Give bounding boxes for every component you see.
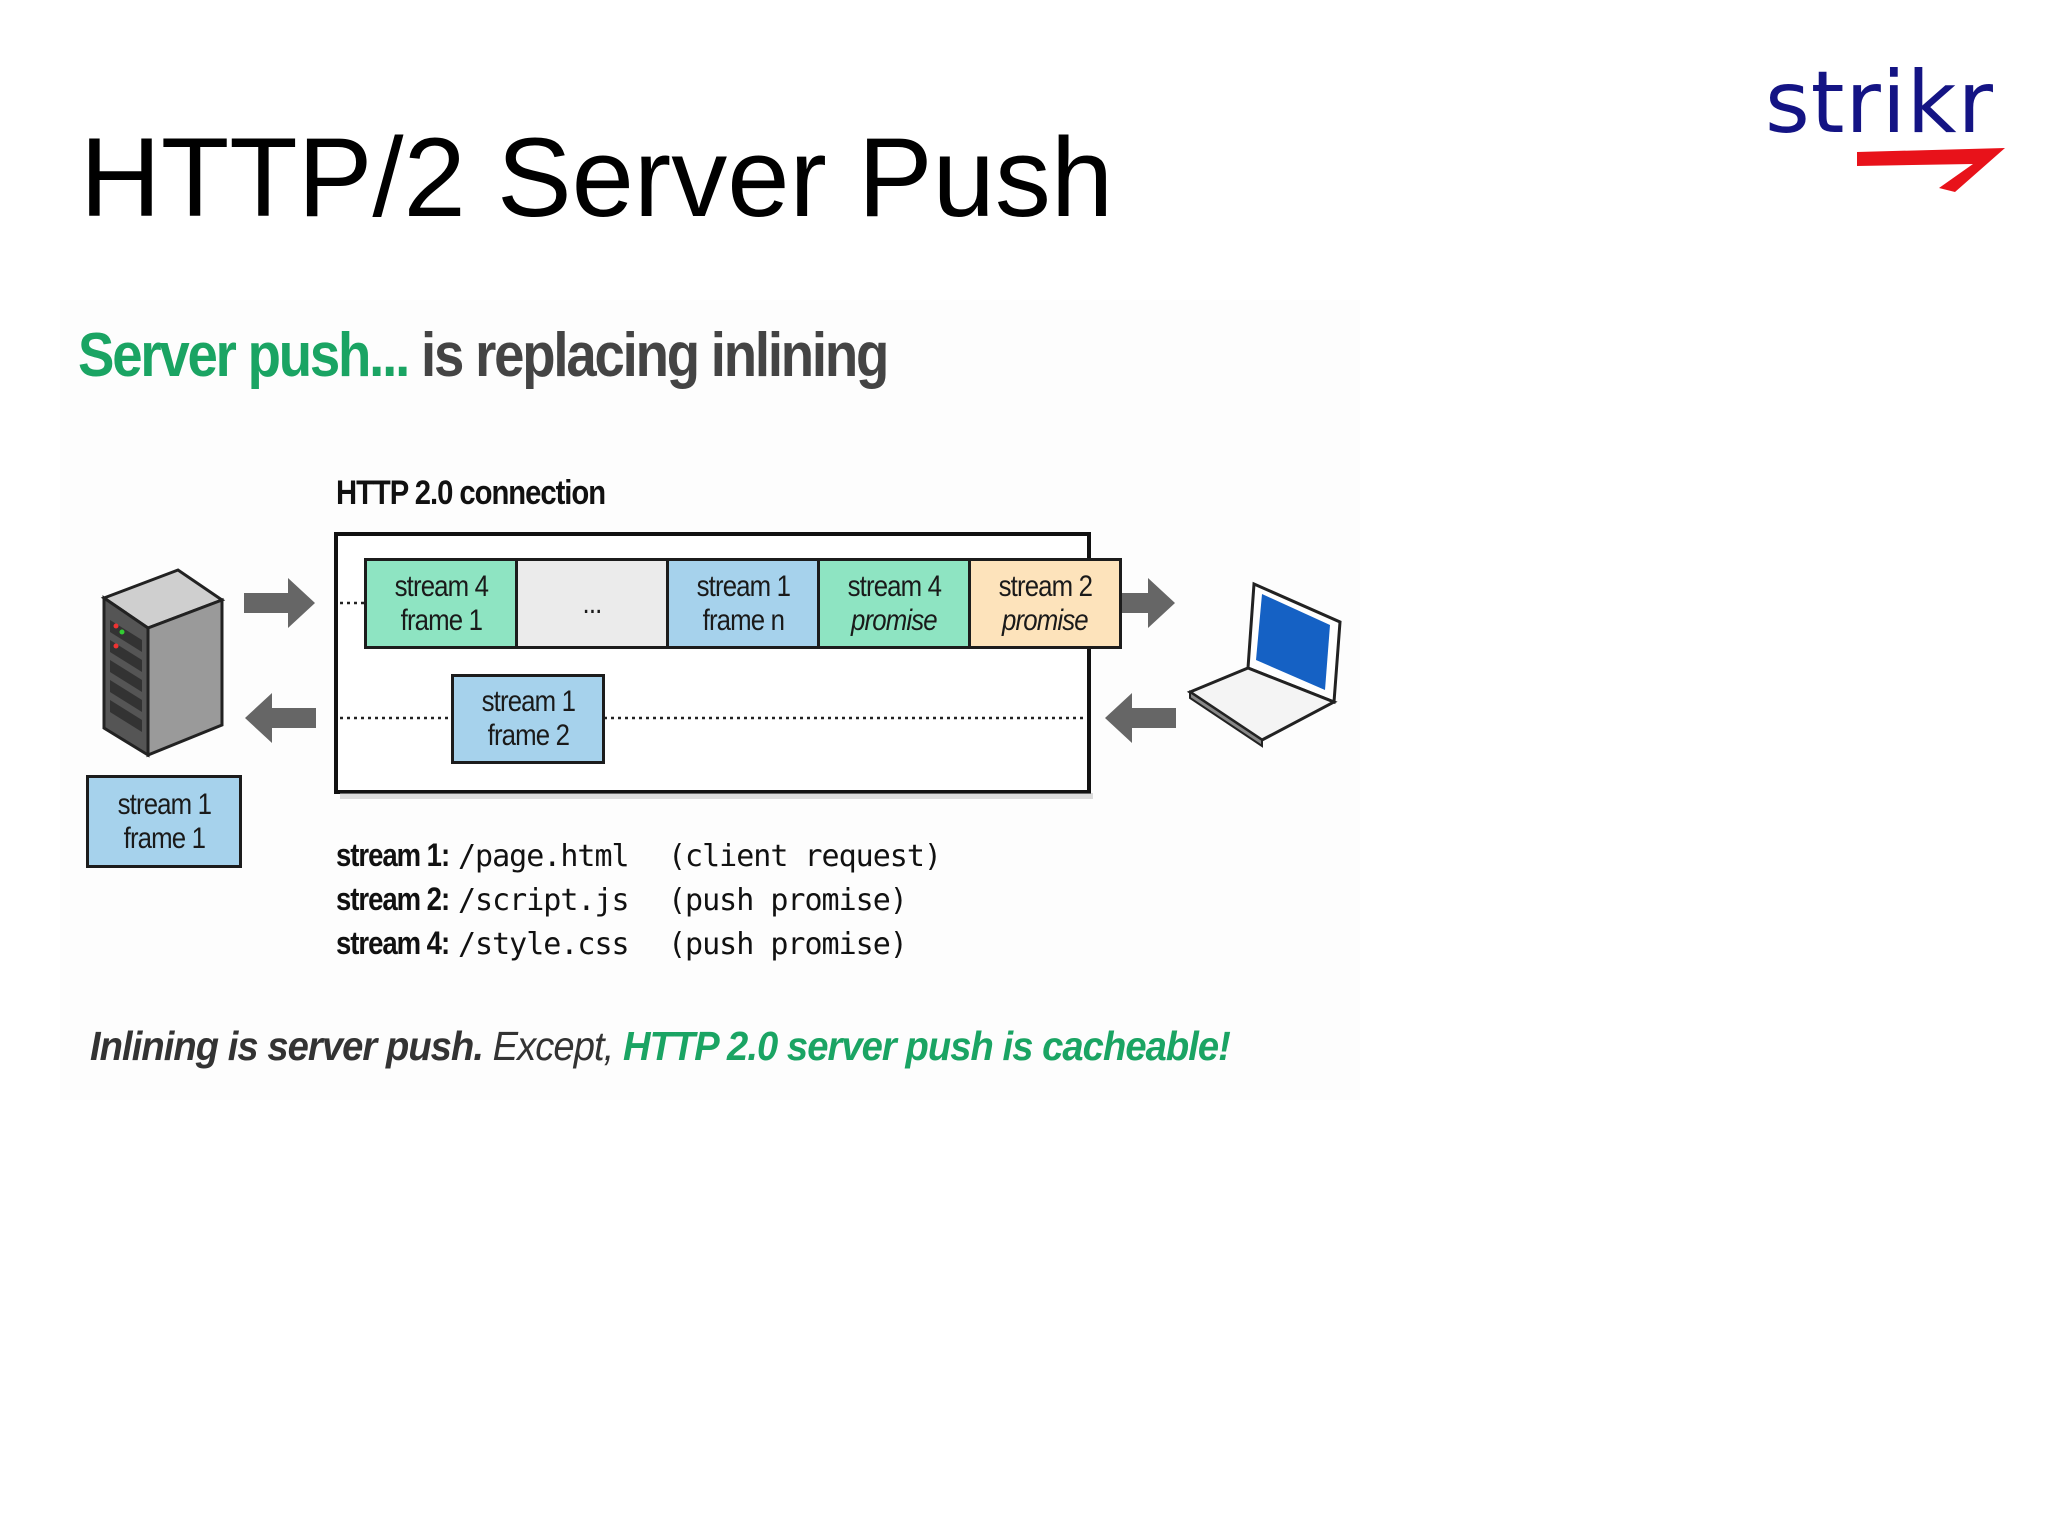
caption-bold: Inlining is server push.	[90, 1023, 484, 1069]
arrow-right-icon	[244, 578, 315, 628]
headline-rest: is replacing inlining	[408, 321, 889, 390]
frame-line2: frame 1	[123, 821, 205, 855]
stream-legend: stream 1:/page.html (client request) stre…	[336, 834, 942, 966]
incoming-frame: stream 1 frame 2	[451, 674, 605, 764]
outgoing-frame: ...	[515, 558, 669, 649]
frame-line1: stream 4	[394, 569, 488, 603]
frame-line1: stream 1	[481, 685, 575, 718]
legend-path: /style.css	[458, 927, 630, 962]
figure-caption: Inlining is server push. Except, HTTP 2.…	[90, 1023, 1231, 1069]
logo-swoosh-icon	[1857, 148, 2005, 192]
strikr-logo: strikr	[1765, 60, 2015, 210]
legend-row: stream 2:/script.js (push promise)	[336, 878, 941, 922]
frame-line1: stream 1	[696, 569, 790, 603]
caption-green: HTTP 2.0 server push is cacheable!	[622, 1023, 1231, 1069]
server-icon	[100, 568, 226, 758]
frame-line1: stream 4	[847, 569, 941, 603]
headline-green: Server push...	[78, 321, 410, 390]
frame-line1: stream 1	[117, 787, 211, 821]
frame-line2: frame 2	[487, 719, 569, 752]
slide-title: HTTP/2 Server Push	[80, 115, 1114, 240]
frame-line2: frame 1	[400, 603, 482, 637]
legend-row: stream 1:/page.html (client request)	[336, 834, 942, 878]
connection-label: HTTP 2.0 connection	[336, 474, 606, 512]
arrow-right-icon	[1104, 578, 1175, 628]
frame-line2: promise	[851, 603, 938, 637]
legend-label: stream 4:	[336, 925, 450, 961]
logo-text: strikr	[1765, 53, 1994, 153]
server-frame: stream 1 frame 1	[86, 775, 242, 868]
arrow-left-icon	[1105, 693, 1176, 743]
legend-label: stream 1:	[336, 837, 450, 873]
legend-row: stream 4:/style.css (push promise)	[336, 922, 941, 966]
frame-line2: frame n	[702, 603, 784, 637]
frame-line1: ...	[582, 586, 603, 620]
laptop-icon	[1186, 581, 1342, 748]
figure-headline: Server push... is replacing inlining	[78, 325, 889, 387]
legend-note: (client request)	[668, 839, 942, 874]
legend-path: /script.js	[458, 883, 630, 918]
caption-normal: Except,	[482, 1023, 623, 1069]
legend-note: (push promise)	[668, 927, 908, 962]
legend-label: stream 2:	[336, 881, 450, 917]
legend-note: (push promise)	[668, 883, 908, 918]
frame-line1: stream 2	[998, 569, 1092, 603]
legend-path: /page.html	[458, 839, 630, 874]
arrow-left-icon	[245, 693, 316, 743]
frame-line2: promise	[1002, 603, 1089, 637]
